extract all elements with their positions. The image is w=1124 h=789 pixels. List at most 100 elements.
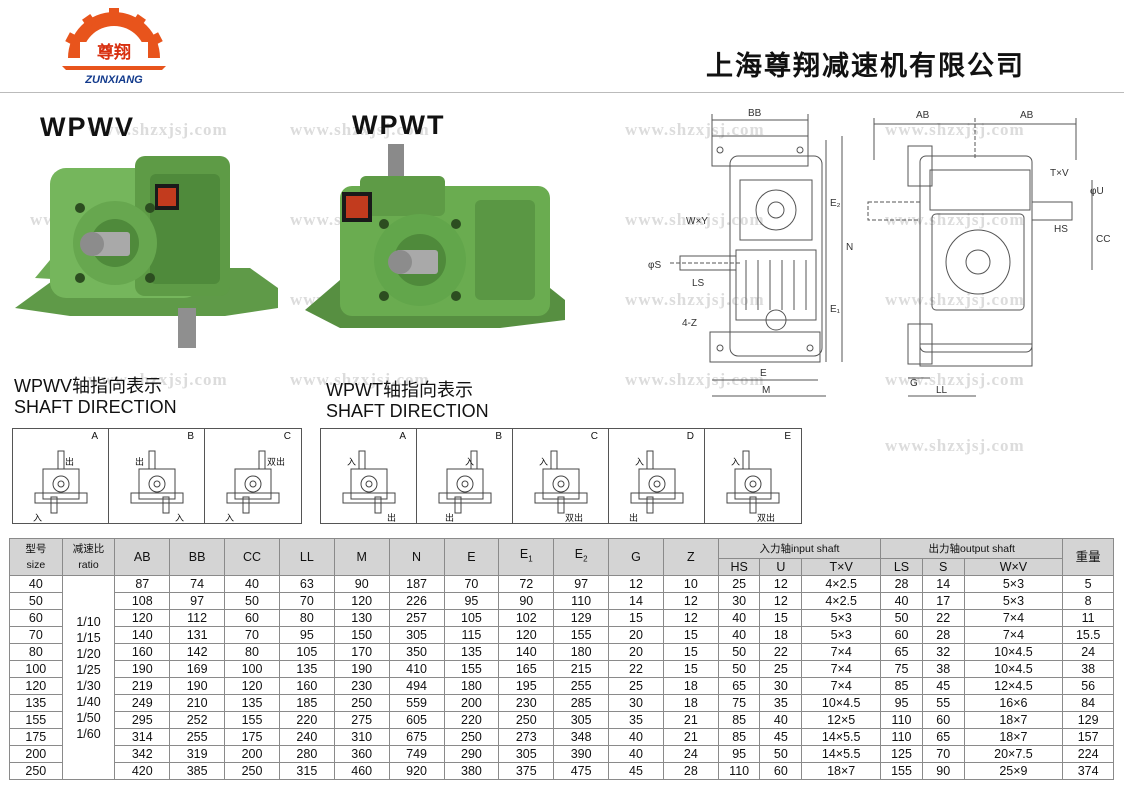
table-cell: 60 [224,609,280,627]
table-cell: 135 [443,643,500,661]
watermark: www.shzxjsj.com [88,120,228,139]
table-cell: 97 [169,592,226,610]
table-cell: 129 [1062,711,1114,729]
dim-label: AB [1020,110,1034,121]
table-cell: 95 [880,694,923,712]
direction-label: 双出 [267,458,286,468]
col-header: LL [278,538,335,576]
table-cell: 45 [759,728,803,746]
table-cell: 17 [921,592,965,610]
table-cell: 348 [553,728,610,746]
table-cell: 50 [224,592,280,610]
table-cell: 150 [333,626,390,644]
table-cell: 14 [608,592,664,610]
table-cell: 115 [443,626,500,644]
table-cell: 920 [388,762,445,780]
direction-label: 出 [387,514,397,524]
direction-label: 出 [65,458,75,468]
direction-letter: B [187,431,194,442]
table-cell: 12 [759,592,803,610]
table-cell: 675 [388,728,445,746]
wpwt-product-image [300,140,570,350]
table-cell: 195 [498,677,555,695]
watermark: www.shzxjsj.com [625,290,765,309]
table-cell: 5 [1062,575,1114,593]
ratio-value: 1/10 [76,614,101,629]
table-cell: 255 [553,677,610,695]
dim-label: T×V [1050,168,1069,179]
table-cell: 215 [553,660,610,678]
table-cell: 100 [9,660,63,678]
table-cell: 63 [278,575,335,593]
table-cell: 7×4 [963,626,1064,644]
table-cell: 30 [608,694,664,712]
table-cell: 14×5.5 [801,728,882,746]
table-cell: 80 [224,643,280,661]
direction-label: 出 [629,514,639,524]
direction-letter: C [590,431,598,442]
table-cell: 38 [921,660,965,678]
caption-cn: WPWV轴指向表示 [14,376,162,396]
ratio-value: 1/25 [76,662,101,677]
table-cell: 50 [880,609,923,627]
direction-cell: C 入 双出 [513,429,609,524]
direction-cell: B 入 出 [417,429,513,524]
table-cell: 559 [388,694,445,712]
table-cell: 40 [608,745,664,763]
table-cell: 80 [278,609,335,627]
table-cell: 32 [921,643,965,661]
table-cell: 12×4.5 [963,677,1064,695]
table-cell: 24 [662,745,719,763]
table-cell: 250 [333,694,390,712]
logo-cn: 尊翔 [97,42,131,62]
output-shaft-group: 出力轴output shaft [880,538,1064,559]
table-cell: 224 [1062,745,1114,763]
table-cell: 120 [498,626,555,644]
watermark: www.shzxjsj.com [290,370,430,389]
table-cell: 130 [333,609,390,627]
direction-label: 入 [225,514,235,524]
table-cell: 15 [662,626,719,644]
table-cell: 200 [443,694,500,712]
table-cell: 15.5 [1062,626,1114,644]
ratio-value: 1/40 [76,694,101,709]
col-u: U [759,558,803,576]
table-cell: 120 [114,609,171,627]
table-cell: 240 [278,728,335,746]
direction-label: 出 [445,514,455,524]
table-cell: 112 [169,609,226,627]
table-cell: 200 [9,745,63,763]
table-cell: 40 [880,592,923,610]
table-cell: 108 [114,592,171,610]
table-cell: 70 [921,745,965,763]
table-cell: 25 [608,677,664,695]
dim-label: E [760,368,767,379]
table-cell: 70 [224,626,280,644]
col-ls: LS [880,558,923,576]
table-cell: 295 [114,711,171,729]
table-cell: 275 [333,711,390,729]
table-cell: 60 [921,711,965,729]
table-cell: 90 [921,762,965,780]
dim-label: HS [1054,224,1068,235]
table-cell: 605 [388,711,445,729]
table-cell: 219 [114,677,171,695]
table-cell: 310 [333,728,390,746]
table-cell: 40 [759,711,803,729]
table-cell: 230 [333,677,390,695]
company-name: 上海尊翔减速机有限公司 [706,51,1025,82]
dim-label: 4-Z [682,318,697,329]
table-cell: 50 [717,643,761,661]
table-cell: 21 [662,711,719,729]
table-cell: 385 [169,762,226,780]
col-header: AB [114,538,171,576]
table-cell: 220 [443,711,500,729]
dim-label: N [846,242,853,253]
table-cell: 250 [443,728,500,746]
table-cell: 305 [388,626,445,644]
table-cell: 305 [498,745,555,763]
